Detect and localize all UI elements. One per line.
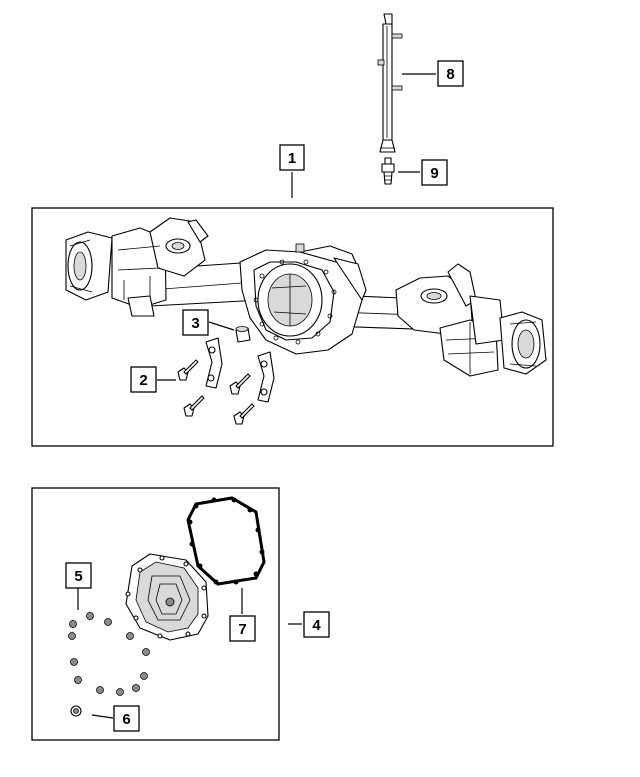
callout-6-label: 6 bbox=[122, 711, 130, 728]
rear-axle-housing-part-1 bbox=[65, 217, 547, 377]
callout-3-label: 3 bbox=[191, 315, 199, 332]
callout-7-label: 7 bbox=[238, 621, 246, 638]
callout-2: 2 bbox=[130, 366, 157, 393]
callout-4-label: 4 bbox=[312, 617, 321, 634]
differential-cover bbox=[125, 553, 209, 641]
callout-1-label: 1 bbox=[288, 150, 296, 167]
callout-8-label: 8 bbox=[446, 66, 454, 83]
cover-gasket-part-7 bbox=[186, 496, 266, 586]
vent-tube-part-8 bbox=[377, 13, 403, 153]
cover-bolts-part-5 bbox=[68, 612, 150, 696]
callout-3: 3 bbox=[182, 309, 209, 336]
vent-fitting-part-9 bbox=[381, 157, 395, 185]
callout-7: 7 bbox=[229, 615, 256, 642]
leader-6 bbox=[91, 714, 114, 719]
bushing-part-3 bbox=[235, 326, 251, 343]
fill-plug-part-6 bbox=[70, 705, 82, 717]
axle-assembly-frame bbox=[31, 207, 554, 447]
callout-5-label: 5 bbox=[74, 568, 82, 585]
cover-kit-frame bbox=[31, 487, 280, 741]
callout-1: 1 bbox=[279, 144, 305, 171]
callout-2-label: 2 bbox=[139, 372, 147, 389]
callout-8: 8 bbox=[437, 60, 464, 87]
leader-3 bbox=[208, 321, 235, 331]
callout-6: 6 bbox=[113, 705, 140, 732]
callout-9: 9 bbox=[421, 159, 448, 186]
bolts-part-2 bbox=[177, 337, 275, 425]
callout-5: 5 bbox=[65, 562, 92, 589]
callout-4: 4 bbox=[303, 611, 330, 638]
callout-9-label: 9 bbox=[430, 165, 438, 182]
